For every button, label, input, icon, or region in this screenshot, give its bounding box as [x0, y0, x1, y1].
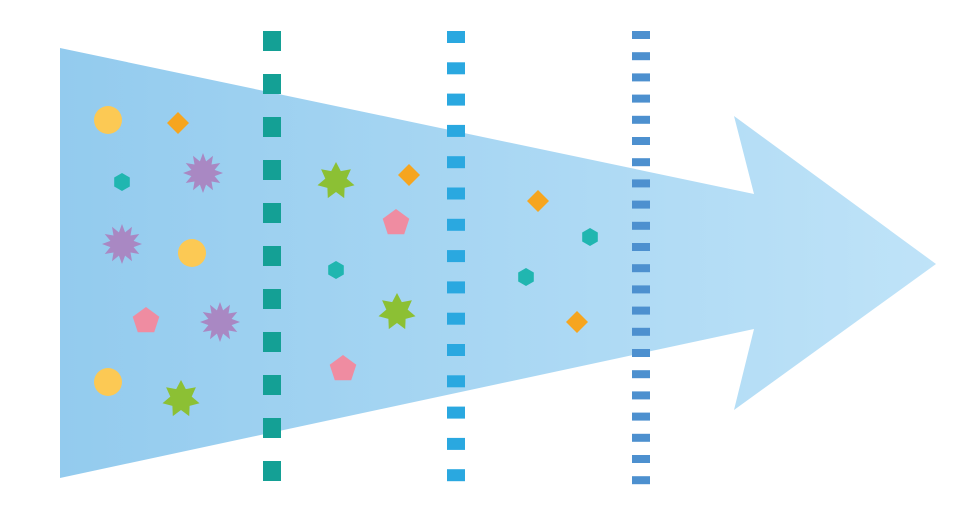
filter-3-segment: [632, 115, 650, 124]
flow-arrow: [60, 48, 936, 478]
filter-3-segment: [632, 391, 650, 400]
filter-1-segment: [263, 375, 281, 395]
circle-particle: [94, 368, 122, 396]
filter-3-segment: [632, 433, 650, 442]
diamond-particle: [566, 311, 588, 333]
filter-2-segment: [447, 375, 465, 388]
filter-1-segment: [263, 461, 281, 481]
circle-particle: [94, 106, 122, 134]
hexagon-particle: [582, 228, 598, 246]
filter-1-segment: [263, 332, 281, 352]
particles: [94, 106, 598, 417]
filter-2-segment: [447, 93, 465, 106]
filter-2-segment: [447, 437, 465, 450]
filter-1-segment: [263, 289, 281, 309]
filter-1-segment: [263, 31, 281, 51]
filter-2-segment: [447, 156, 465, 169]
filter-3-segment: [632, 137, 650, 145]
filter-2-segment: [447, 62, 465, 75]
filter-3-segment: [632, 179, 650, 188]
filter-1: [263, 31, 281, 481]
filter-2: [447, 31, 465, 482]
star-particle: [162, 380, 200, 417]
filter-3-segment: [632, 31, 650, 39]
filter-3-segment: [632, 370, 650, 379]
filter-2-segment: [447, 469, 465, 482]
filter-3-segment: [632, 349, 650, 357]
filter-3-segment: [632, 200, 650, 209]
burst-particle: [102, 224, 142, 264]
filter-1-segment: [263, 246, 281, 266]
pentagon-particle: [132, 307, 160, 333]
diamond-particle: [398, 164, 420, 186]
filter-3-segment: [632, 264, 650, 273]
filter-3-segment: [632, 52, 650, 61]
filter-2-segment: [447, 312, 465, 325]
filter-1-segment: [263, 418, 281, 438]
star-particle: [378, 293, 416, 330]
filter-3-segment: [632, 243, 650, 251]
filter-2-segment: [447, 281, 465, 294]
star-particle: [317, 162, 355, 199]
filter-3-segment: [632, 94, 650, 103]
filter-1-segment: [263, 160, 281, 180]
hexagon-particle: [114, 173, 130, 191]
burst-particle: [200, 302, 240, 342]
filter-3-segment: [632, 306, 650, 315]
filter-2-segment: [447, 187, 465, 200]
pentagon-particle: [329, 355, 357, 381]
filter-2-segment: [447, 406, 465, 419]
filter-3-segment: [632, 412, 650, 421]
filter-3: [632, 31, 650, 485]
hexagon-particle: [518, 268, 534, 286]
filter-2-segment: [447, 31, 465, 43]
filter-1-segment: [263, 74, 281, 94]
filter-3-segment: [632, 285, 650, 294]
filter-3-segment: [632, 455, 650, 463]
filter-3-segment: [632, 476, 650, 485]
filter-3-segment: [632, 221, 650, 230]
diamond-particle: [167, 112, 189, 134]
filter-1-segment: [263, 203, 281, 223]
filter-2-segment: [447, 124, 465, 137]
pentagon-particle: [382, 209, 410, 235]
circle-particle: [178, 239, 206, 267]
burst-particle: [183, 153, 223, 193]
filter-2-segment: [447, 250, 465, 263]
diamond-particle: [527, 190, 549, 212]
filter-lines: [263, 31, 650, 485]
hexagon-particle: [328, 261, 344, 279]
filter-3-segment: [632, 327, 650, 336]
filter-2-segment: [447, 344, 465, 356]
filter-3-segment: [632, 73, 650, 82]
filter-3-segment: [632, 158, 650, 167]
filter-2-segment: [447, 218, 465, 231]
filter-1-segment: [263, 117, 281, 137]
